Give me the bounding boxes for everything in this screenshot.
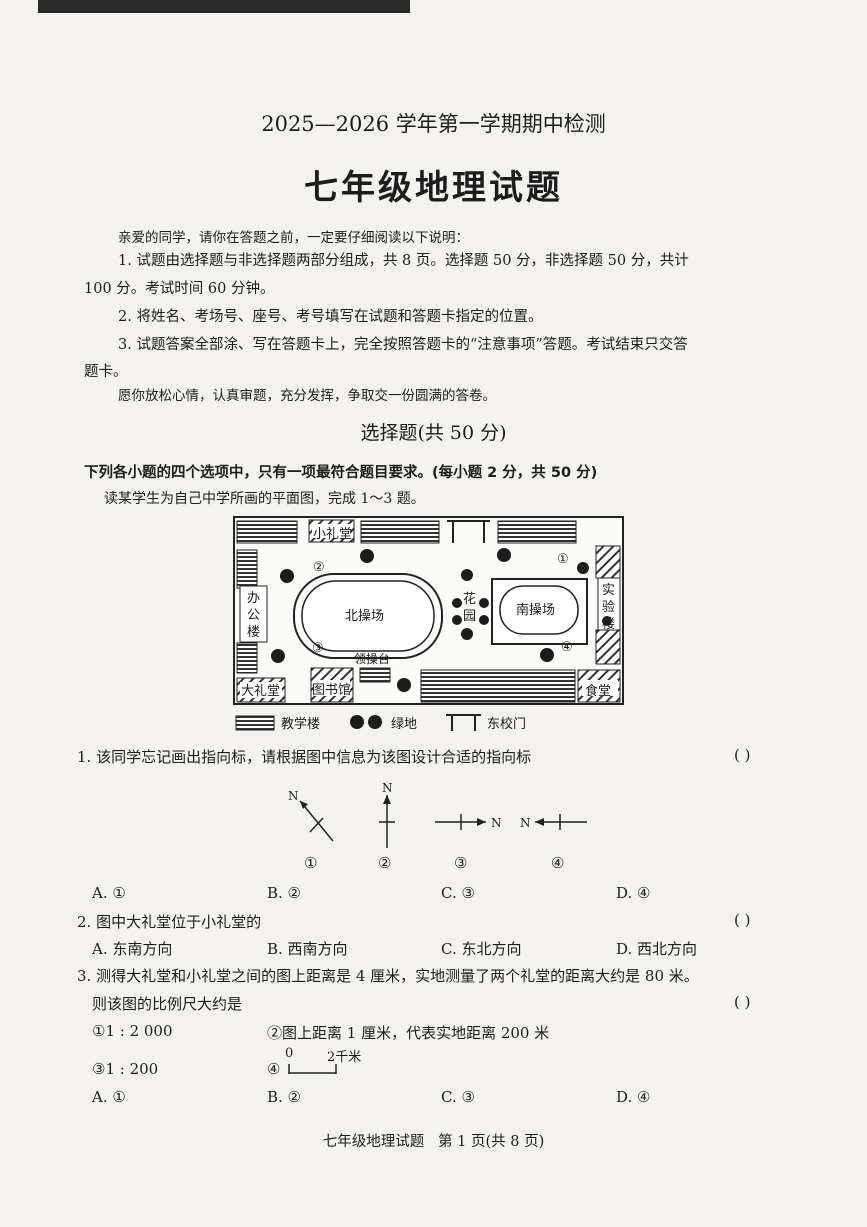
label-lab-3: 楼 — [602, 617, 615, 632]
label-podium: 领操台 — [354, 651, 390, 666]
compass-option-4: N — [520, 814, 587, 830]
label-lab-1: 实 — [602, 583, 615, 598]
q3-scale-2: ②图上距离 1 厘米，代表实地距离 200 米 — [267, 1024, 550, 1042]
teaching-building-top-right — [497, 520, 577, 544]
compass-label-1: ① — [304, 854, 317, 872]
office-building — [239, 585, 268, 643]
compass-option-3: N — [435, 814, 502, 830]
q1-stem: 1. 该同学忘记画出指向标，请根据图中信息为该图设计合适的指向标 — [77, 748, 532, 766]
instructions-greeting: 亲爱的同学，请你在答题之前，一定要仔细阅读以下说明： — [118, 230, 469, 246]
instruction-3-line2: 题卡。 — [84, 364, 128, 380]
q3-scale-3: ③1 : 200 — [92, 1060, 159, 1078]
q1-option-d: D. ④ — [616, 884, 651, 902]
q2-option-d: D. 西北方向 — [616, 940, 698, 958]
exam-subtitle: 2025—2026 学年第一学期期中检测 — [261, 112, 606, 136]
legend-gate-label: 东校门 — [487, 716, 526, 732]
label-big-hall: 大礼堂 — [241, 683, 280, 699]
label-small-hall: 小礼堂 — [313, 526, 352, 542]
podium — [359, 667, 391, 683]
teaching-building-left-lower — [236, 642, 258, 674]
legend-green-label: 绿地 — [391, 717, 417, 732]
q2-option-c: C. 东北方向 — [441, 940, 522, 958]
legend-green-swatch-1 — [350, 715, 364, 729]
teaching-building-bottom — [420, 669, 576, 703]
scan-edge-bar — [38, 0, 410, 13]
q1-option-b: B. ② — [267, 884, 302, 902]
q2-option-b: B. 西南方向 — [267, 940, 348, 958]
q3-option-a: A. ① — [92, 1088, 126, 1106]
compass-option-2: N — [379, 781, 395, 848]
instruction-3-line1: 3. 试题答案全部涂、写在答题卡上，完全按照答题卡的“注意事项”答题。考试结束只… — [118, 337, 688, 353]
exam-title: 七年级地理试题 — [304, 168, 563, 208]
teaching-building-top-left — [236, 520, 298, 544]
label-mark-1: ① — [557, 552, 569, 567]
teaching-building-top-middle — [360, 520, 440, 544]
legend-gate-swatch — [446, 714, 481, 731]
q1-answer-paren: ( ) — [734, 746, 751, 764]
legend-green-swatch-2 — [368, 715, 382, 729]
compass-label-3: ③ — [454, 854, 467, 872]
label-library: 图书馆 — [312, 683, 351, 698]
lab-building-lower — [595, 629, 621, 665]
q3-stem-line1: 3. 测得大礼堂和小礼堂之间的图上距离是 4 厘米，实地测量了两个礼堂的距离大约… — [77, 967, 699, 985]
label-garden-1: 花 — [463, 591, 476, 607]
green-areas — [271, 548, 612, 692]
q2-option-a: A. 东南方向 — [92, 940, 173, 958]
label-mark-4: ④ — [561, 640, 573, 655]
instruction-1-line2: 100 分。考试时间 60 分钟。 — [84, 281, 275, 297]
compass-option-1: N — [288, 789, 334, 842]
q3-option-b: B. ② — [267, 1088, 302, 1106]
teaching-building-left-upper — [236, 549, 258, 589]
legend-teaching-swatch — [235, 715, 275, 731]
q3-option-c: C. ③ — [441, 1088, 475, 1106]
instruction-1-line1: 1. 试题由选择题与非选择题两部分组成，共 8 页。选择题 50 分，非选择题 … — [118, 253, 689, 269]
label-mark-2: ② — [313, 560, 325, 575]
section-rule: 下列各小题的四个选项中，只有一项最符合题目要求。(每小题 2 分，共 50 分) — [84, 465, 598, 481]
instruction-2: 2. 将姓名、考场号、座号、考号填写在试题和答题卡指定的位置。 — [118, 309, 543, 325]
compass-1-n: N — [288, 789, 299, 803]
q1-option-c: C. ③ — [441, 884, 475, 902]
q2-answer-paren: ( ) — [734, 911, 751, 929]
q3-answer-paren: ( ) — [734, 993, 751, 1011]
q3-scale-1: ①1 : 2 000 — [92, 1022, 173, 1040]
compass-4-n: N — [520, 816, 531, 830]
label-canteen: 食堂 — [585, 683, 611, 699]
label-south-field: 南操场 — [516, 602, 555, 618]
east-gate — [447, 520, 490, 543]
lab-building-upper — [595, 545, 621, 579]
section-title: 选择题(共 50 分) — [360, 422, 507, 444]
q3-option-d: D. ④ — [616, 1088, 651, 1106]
instructions-wish: 愿你放松心情，认真审题，充分发挥，争取交一份圆满的答卷。 — [118, 388, 496, 404]
q1-option-a: A. ① — [92, 884, 126, 902]
line-scale — [288, 1064, 337, 1074]
label-garden-2: 园 — [463, 609, 476, 624]
north-field-inner — [301, 580, 435, 652]
page-footer: 七年级地理试题 第 1 页(共 8 页) — [322, 1134, 545, 1150]
label-office-1: 办 — [247, 591, 260, 606]
compass-label-2: ② — [378, 854, 391, 872]
section-intro: 读某学生为自己中学所画的平面图，完成 1～3 题。 — [104, 491, 425, 507]
label-north-field: 北操场 — [345, 608, 384, 624]
q3-scale-4-value: 2千米 — [327, 1050, 362, 1065]
label-office-3: 楼 — [247, 625, 260, 640]
compass-label-4: ④ — [551, 854, 564, 872]
legend-teaching-label: 教学楼 — [281, 716, 320, 732]
label-office-2: 公 — [247, 608, 260, 623]
q3-scale-4-zero: 0 — [285, 1046, 294, 1061]
q3-stem-line2: 则该图的比例尺大约是 — [92, 995, 243, 1013]
south-field-inner — [499, 585, 579, 635]
q2-stem: 2. 图中大礼堂位于小礼堂的 — [77, 913, 262, 931]
compass-3-n: N — [491, 816, 502, 830]
label-lab-2: 验 — [602, 599, 615, 615]
compass-2-n: N — [382, 781, 393, 795]
q3-scale-4-mark: ④ — [267, 1060, 281, 1078]
label-mark-3: ③ — [312, 641, 324, 656]
